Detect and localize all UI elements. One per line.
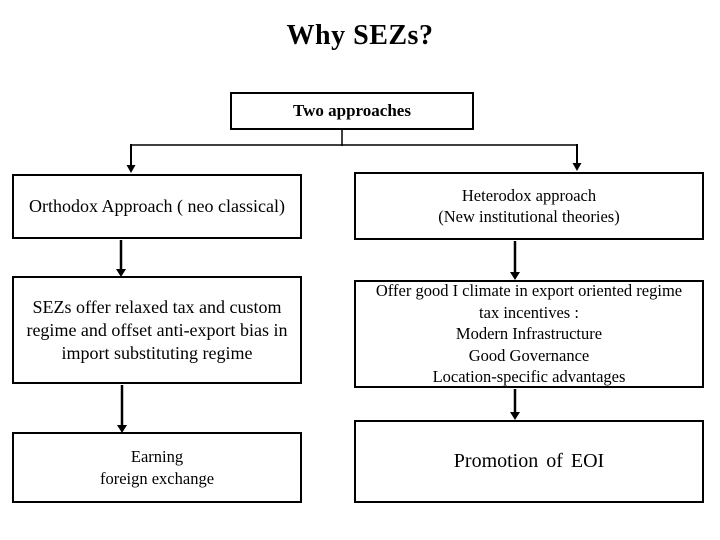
node-promotion-of-eoi: Promotion of EOI [354, 420, 704, 503]
node-two-approaches: Two approaches [230, 92, 474, 130]
node-orthodox-detail: SEZs offer relaxed tax and custom regime… [12, 276, 302, 384]
arrow-orthodox-detail [116, 240, 126, 277]
node-earning-foreign-exchange: Earning foreign exchange [12, 432, 302, 503]
arrow-heterodox-outcome [510, 389, 520, 420]
node-orthodox-approach: Orthodox Approach ( neo classical) [12, 174, 302, 239]
arrow-to-heterodox [572, 144, 582, 171]
page-title: Why SEZs? [286, 20, 434, 51]
arrow-to-orthodox [126, 144, 136, 173]
node-heterodox-approach: Heterodox approach (New institutional th… [354, 172, 704, 240]
arrow-heterodox-detail [510, 241, 520, 280]
arrow-orthodox-outcome [117, 385, 127, 433]
node-heterodox-detail: Offer good I climate in export oriented … [354, 280, 704, 388]
